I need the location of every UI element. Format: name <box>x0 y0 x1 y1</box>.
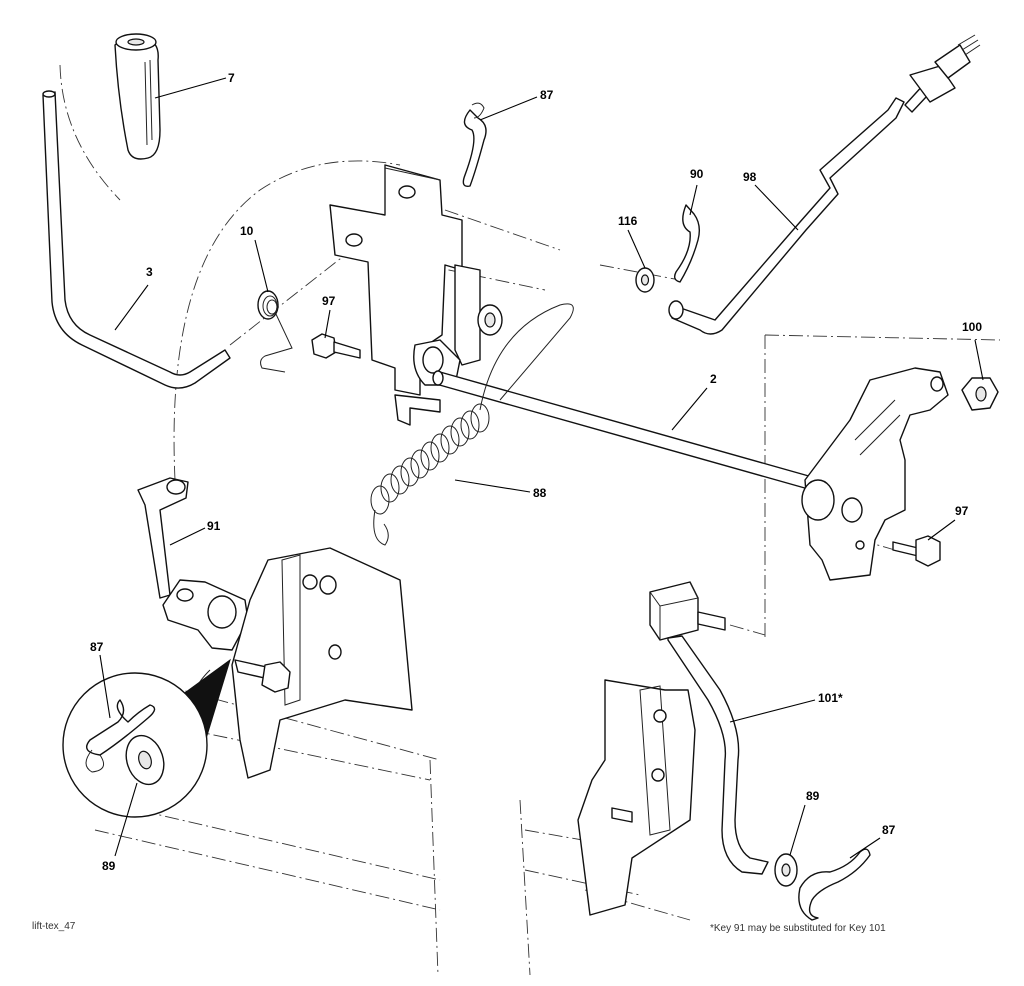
lift-shaft-part-2 <box>432 370 831 495</box>
label-98: 98 <box>743 170 757 184</box>
part-labels: 7 87 90 98 116 10 3 97 100 2 88 91 97 87… <box>90 71 982 873</box>
label-116: 116 <box>618 214 638 228</box>
grip-part-7 <box>114 33 161 160</box>
bolt-part-97-left <box>311 333 361 359</box>
mount-plate-left <box>196 547 413 779</box>
label-101: 101* <box>818 691 843 705</box>
label-97-left: 97 <box>322 294 336 308</box>
lift-arm-right <box>801 367 949 581</box>
label-88: 88 <box>533 486 547 500</box>
label-100: 100 <box>962 320 982 334</box>
label-3: 3 <box>146 265 153 279</box>
label-87-detail: 87 <box>90 640 104 654</box>
footnote: *Key 91 may be substituted for Key 101 <box>710 923 886 934</box>
torsion-spring-part-10 <box>257 290 293 373</box>
label-89-detail: 89 <box>102 859 116 873</box>
label-89-right: 89 <box>806 789 820 803</box>
detail-callout <box>62 658 231 818</box>
nut-part-100 <box>961 377 999 411</box>
hairpin-clip-part-90 <box>673 204 701 283</box>
label-91: 91 <box>207 519 221 533</box>
label-90: 90 <box>690 167 704 181</box>
label-87-bottom: 87 <box>882 823 896 837</box>
mount-plate-right <box>577 679 696 916</box>
hairpin-clip-part-87-top <box>462 102 487 187</box>
label-87-top: 87 <box>540 88 554 102</box>
label-7: 7 <box>228 71 235 85</box>
washer-part-89 <box>774 853 798 887</box>
lift-link-part-91 <box>137 477 249 651</box>
adjust-rod-part-98 <box>668 34 981 335</box>
label-10: 10 <box>240 224 254 238</box>
hairpin-clip-part-87-bottom <box>798 848 871 921</box>
label-97-right: 97 <box>955 504 969 518</box>
figure-caption: lift-tex_47 <box>32 921 76 932</box>
leader-lines <box>99 77 984 859</box>
bolt-part-97-right <box>892 535 941 567</box>
extension-spring-part-88 <box>370 303 574 546</box>
lift-link-part-101 <box>649 581 769 875</box>
washer-part-116 <box>635 267 655 293</box>
handle-rod-part-3 <box>42 90 231 389</box>
frame-bracket <box>329 164 503 426</box>
label-2: 2 <box>710 372 717 386</box>
